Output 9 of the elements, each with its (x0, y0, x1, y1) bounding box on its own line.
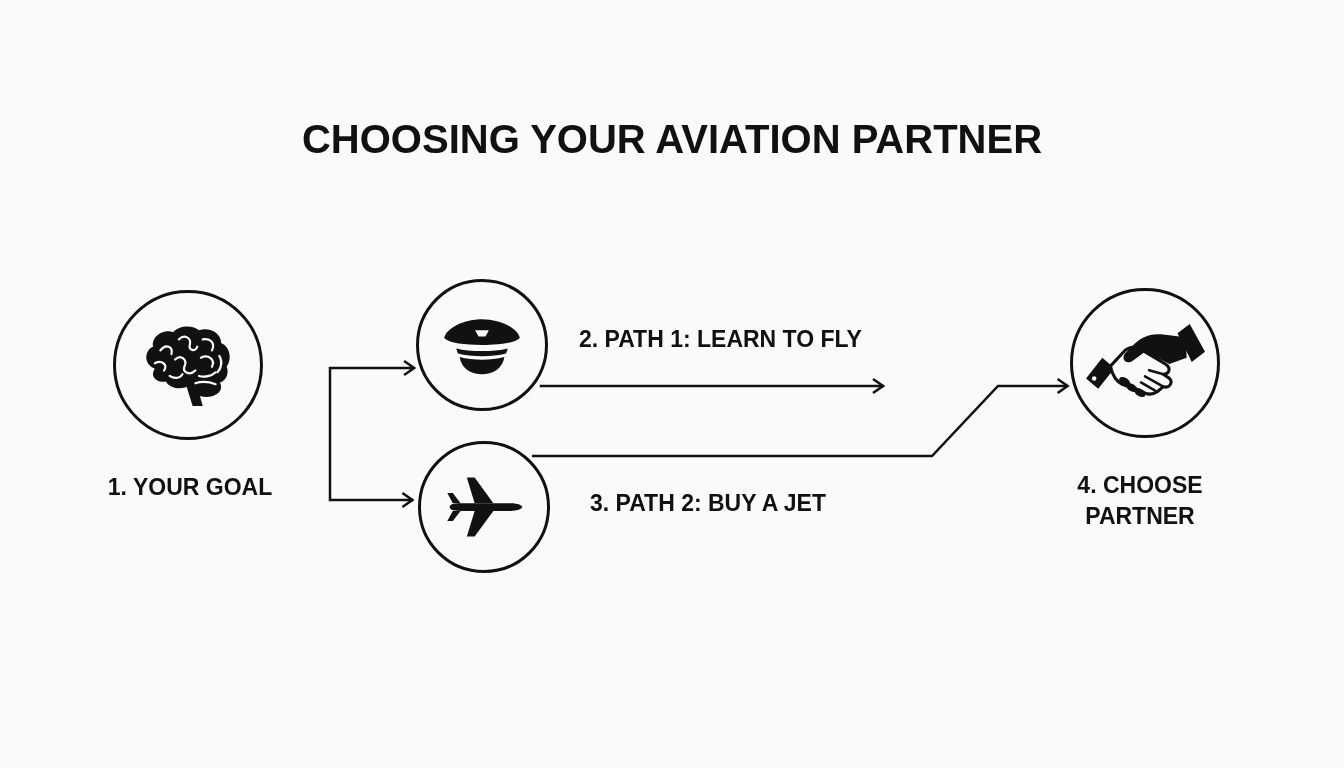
step-label: 3. PATH 2: BUY A JET (590, 489, 826, 518)
arrow (328, 434, 414, 509)
arrow (539, 377, 885, 395)
step-label: 1. YOUR GOAL (107, 473, 273, 502)
arrow (328, 359, 416, 434)
diagram-title: CHOOSING YOUR AVIATION PARTNER (302, 116, 1042, 163)
step-label: 4. CHOOSE PARTNER (1076, 471, 1204, 531)
arrow (531, 377, 1069, 458)
step-label: 2. PATH 1: LEARN TO FLY (579, 325, 862, 354)
